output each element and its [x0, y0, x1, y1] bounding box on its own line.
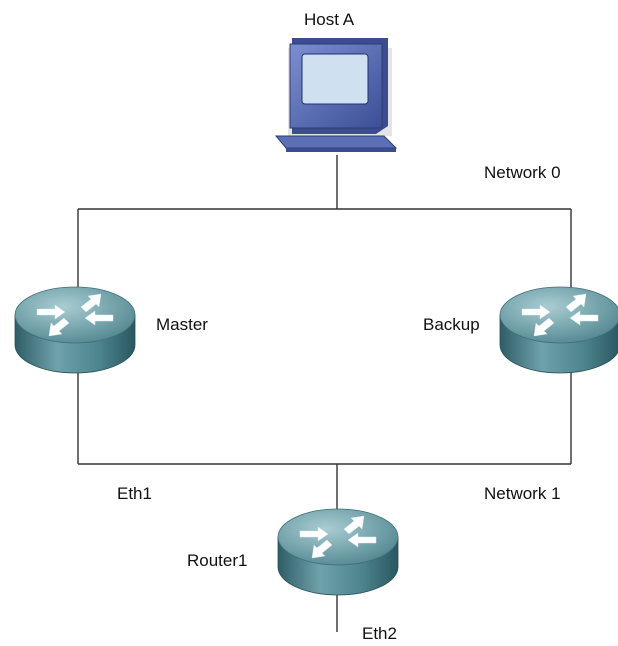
master-label: Master — [156, 315, 208, 334]
backup-label: Backup — [423, 315, 480, 334]
router1-label: Router1 — [187, 551, 248, 570]
network-0-label: Network 0 — [484, 163, 561, 182]
router-icon — [499, 286, 618, 374]
host-a-label: Host A — [304, 10, 355, 29]
router-icon — [14, 286, 136, 374]
computer-icon — [274, 38, 398, 152]
eth1-label: Eth1 — [117, 484, 152, 503]
network-1-label: Network 1 — [484, 484, 561, 503]
eth2-label: Eth2 — [362, 624, 397, 643]
router-icon — [277, 508, 399, 596]
